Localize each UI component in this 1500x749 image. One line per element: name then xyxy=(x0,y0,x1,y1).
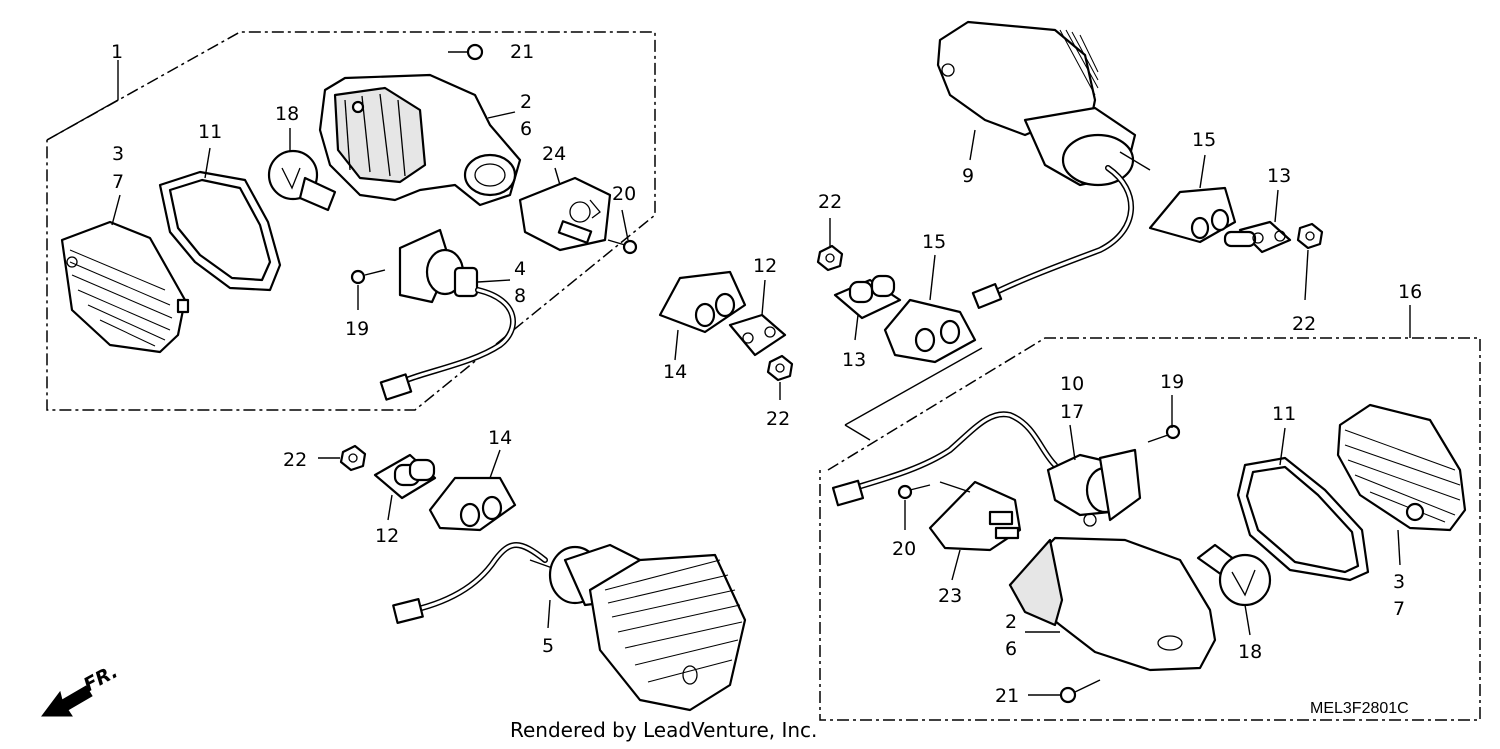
part-turn-signal-9 xyxy=(936,20,1151,310)
part-housing-right xyxy=(1008,536,1217,672)
part-lens-left xyxy=(60,220,190,354)
part-harness-10-17 xyxy=(831,411,1142,527)
footer-credit: Rendered by LeadVenture, Inc. xyxy=(510,718,817,742)
label-23: 23 xyxy=(938,585,962,607)
label-7: 7 xyxy=(1393,598,1405,620)
part-stay-13-middle xyxy=(833,274,902,320)
label-6: 6 xyxy=(1005,638,1017,660)
part-socket-left xyxy=(518,176,612,252)
diagram-code: MEL3F2801C xyxy=(1310,700,1409,717)
part-stay-12-middle xyxy=(728,313,787,357)
assembly-16-boundary xyxy=(819,337,1481,721)
label-6: 6 xyxy=(520,118,532,140)
part-grommet-15-top xyxy=(1148,186,1237,244)
label-3: 3 xyxy=(1393,571,1405,593)
label-15: 15 xyxy=(922,231,946,253)
label-22: 22 xyxy=(1292,313,1316,335)
part-nut-22-middle xyxy=(766,354,794,382)
part-grommet-14-lower xyxy=(428,476,517,532)
part-bulb-right xyxy=(1196,543,1272,607)
label-9: 9 xyxy=(962,165,974,187)
label-22: 22 xyxy=(766,408,790,430)
part-nut-22-lower-left xyxy=(318,444,367,472)
part-stay-12-lower xyxy=(373,453,437,500)
label-22: 22 xyxy=(283,449,307,471)
label-18: 18 xyxy=(1238,641,1262,663)
label-12: 12 xyxy=(375,525,399,547)
label-14: 14 xyxy=(663,361,687,383)
screw-21-bottom xyxy=(1059,679,1101,704)
label-21: 21 xyxy=(510,41,534,63)
label-19: 19 xyxy=(345,318,369,340)
part-turn-signal-5 xyxy=(392,542,747,712)
part-stay-13-top xyxy=(1223,220,1292,254)
part-housing-left xyxy=(318,73,522,207)
label-13: 13 xyxy=(1267,165,1291,187)
screw-20-right xyxy=(897,484,931,500)
leader-lines xyxy=(46,60,1411,696)
label-5: 5 xyxy=(542,635,554,657)
label-15: 15 xyxy=(1192,129,1216,151)
part-socket-23 xyxy=(928,480,1022,552)
front-arrow-icon xyxy=(41,685,93,717)
label-4: 4 xyxy=(514,258,526,280)
label-11: 11 xyxy=(198,121,222,143)
label-2: 2 xyxy=(520,91,532,113)
label-3: 3 xyxy=(112,143,124,165)
label-10: 10 xyxy=(1060,373,1084,395)
assembly-1-boundary xyxy=(46,31,656,411)
label-16: 16 xyxy=(1398,281,1422,303)
label-20: 20 xyxy=(892,538,916,560)
label-11: 11 xyxy=(1272,403,1296,425)
label-8: 8 xyxy=(514,285,526,307)
part-gasket-right xyxy=(1236,456,1370,582)
front-direction-marker: FR. xyxy=(41,660,121,717)
part-nut-22-upper-middle xyxy=(816,244,844,272)
label-17: 17 xyxy=(1060,401,1084,423)
part-gasket-left xyxy=(158,170,282,292)
label-21: 21 xyxy=(995,685,1019,707)
part-bulb-left xyxy=(267,149,337,212)
label-18: 18 xyxy=(275,103,299,125)
screw-21-top xyxy=(448,43,484,61)
screw-19-right xyxy=(1147,424,1181,443)
label-7: 7 xyxy=(112,171,124,193)
label-1: 1 xyxy=(111,41,123,63)
label-20: 20 xyxy=(612,183,636,205)
label-22: 22 xyxy=(818,191,842,213)
label-12: 12 xyxy=(753,255,777,277)
label-13: 13 xyxy=(842,349,866,371)
part-grommet-14-middle xyxy=(658,270,747,334)
screw-19-left xyxy=(350,269,386,285)
screw-20-left xyxy=(607,239,638,255)
label-24: 24 xyxy=(542,143,566,165)
part-socket-harness-left xyxy=(379,228,516,401)
part-labels: 1 2 6 3 7 11 18 21 24 20 4 8 19 9 15 13 … xyxy=(111,41,1422,707)
part-grommet-15-middle xyxy=(883,298,977,364)
label-19: 19 xyxy=(1160,371,1184,393)
label-2: 2 xyxy=(1005,611,1017,633)
part-nut-22-top-right xyxy=(1296,222,1324,250)
label-14: 14 xyxy=(488,427,512,449)
part-lens-right xyxy=(1336,403,1467,532)
